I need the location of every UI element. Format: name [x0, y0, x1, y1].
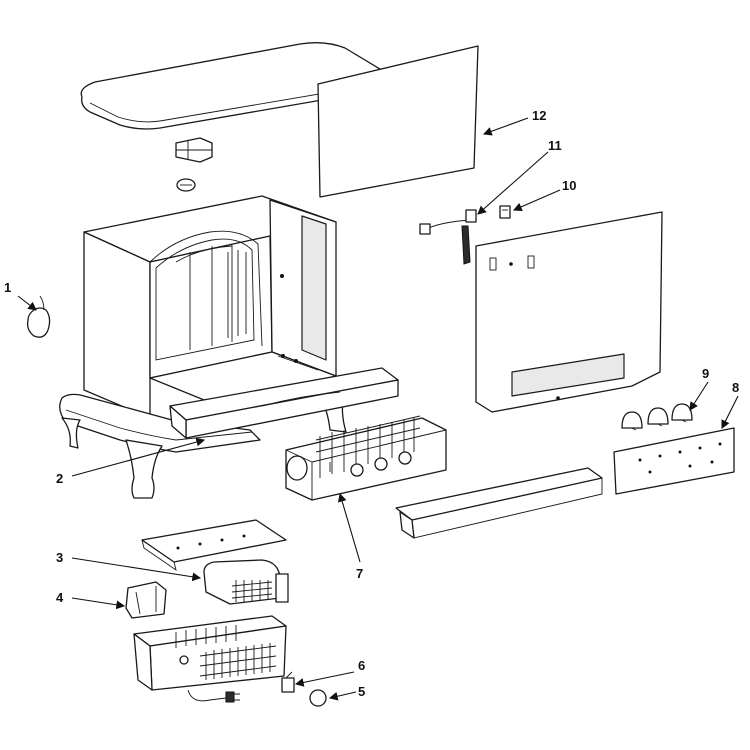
callout-1: 1	[4, 280, 11, 295]
back-panel	[475, 211, 663, 413]
leader-4	[71, 597, 126, 610]
leader-11	[477, 151, 549, 215]
leader-7	[337, 492, 361, 563]
switch-6	[281, 671, 295, 693]
heater-plate	[141, 519, 287, 572]
callout-8: 8	[732, 380, 739, 395]
callout-7: 7	[356, 566, 363, 581]
heater-fan-3	[203, 559, 289, 605]
callout-5: 5	[358, 684, 365, 699]
callout-9: 9	[702, 366, 709, 381]
callout-12: 12	[532, 108, 546, 123]
leader-1	[17, 295, 37, 311]
bulb-1	[26, 295, 51, 338]
burner-tray-7	[285, 415, 447, 501]
leader-2	[71, 437, 206, 477]
leader-10	[512, 189, 561, 211]
knob-5	[309, 689, 327, 707]
callout-11: 11	[548, 138, 562, 153]
bracket-4	[125, 581, 167, 619]
bulb-small	[176, 178, 196, 192]
callout-6: 6	[358, 658, 365, 673]
leader-5	[328, 691, 357, 701]
leader-9	[689, 381, 709, 411]
wire-harness-11	[419, 209, 477, 265]
rear-panel-12	[317, 45, 479, 198]
callout-10: 10	[562, 178, 576, 193]
leader-3	[71, 557, 202, 582]
top-bracket	[175, 137, 213, 163]
leader-8	[721, 395, 739, 429]
bulbs-9	[621, 403, 693, 431]
front-channel	[395, 467, 603, 539]
heater-housing	[133, 615, 287, 703]
stove-base	[59, 367, 399, 499]
switch-10	[499, 205, 511, 219]
leader-12	[482, 117, 529, 136]
callout-4: 4	[56, 590, 64, 605]
callout-2: 2	[56, 471, 63, 486]
leader-lines	[17, 117, 739, 701]
leader-6	[294, 671, 355, 687]
callout-3: 3	[56, 550, 63, 565]
stove-cabinet	[83, 195, 337, 419]
panel-8	[613, 427, 735, 495]
callout-labels: 1 2 3 4 5 6 7 8 9 10 11 12	[4, 108, 739, 699]
